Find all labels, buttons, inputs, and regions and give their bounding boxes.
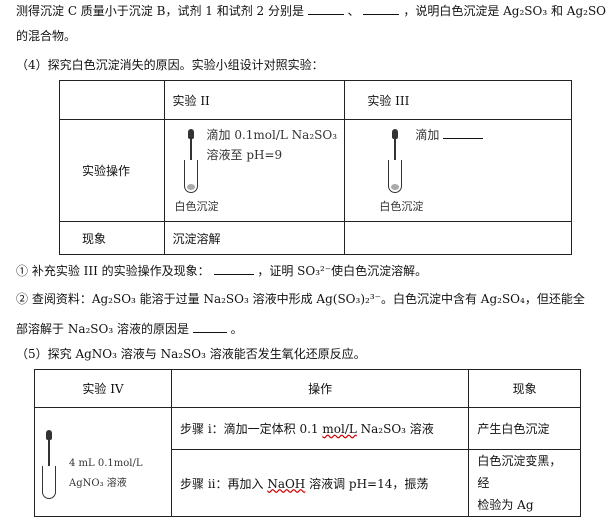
q5-step2-prefix: 步骤 ii：再加入 bbox=[180, 476, 268, 491]
tube-label-line2: AgNO₃ 溶液 bbox=[69, 478, 127, 489]
answer-blank[interactable] bbox=[213, 262, 254, 275]
dropper-icon bbox=[46, 430, 52, 440]
q5-header-phen: 现象 bbox=[468, 369, 581, 408]
q4-header-exp3: 实验 III bbox=[344, 80, 572, 120]
q4-label-phenomenon: 现象 bbox=[59, 221, 165, 255]
q4-table: 实验 II 实验 III 实验操作 滴加 0.1mol/L Na₂SO₃ 溶液至… bbox=[59, 80, 572, 255]
q4-item2-line1: ② 查阅资料：Ag₂SO₃ 能溶于过量 Na₂SO₃ 溶液中形成 Ag(SO₃)… bbox=[16, 292, 585, 306]
q4-item1: ① 补充实验 III 的实验操作及现象： ，证明 SO₃²⁻使白色沉淀溶解。 bbox=[16, 262, 598, 279]
dropper-stem bbox=[189, 138, 192, 164]
q5-step1-prefix: 步骤 i：滴加一定体积 0.1 bbox=[180, 422, 323, 436]
q4-item1-text-b: ，证明 SO₃²⁻使白色沉淀溶解。 bbox=[257, 264, 428, 278]
q5-header-exp: 实验 IV bbox=[34, 369, 172, 408]
dropper-stem bbox=[394, 138, 397, 164]
answer-blank[interactable] bbox=[363, 2, 400, 15]
answer-blank[interactable] bbox=[443, 126, 484, 139]
q5-step2: 步骤 ii：再加入 NaOH 溶液调 pH=14，振荡 bbox=[170, 449, 470, 517]
q5-step1: 步骤 i：滴加一定体积 0.1 mol/L Na₂SO₃ 溶液 bbox=[170, 407, 470, 450]
exp3-text: 滴加 bbox=[415, 128, 440, 142]
precipitate-icon bbox=[391, 184, 400, 190]
dropper-icon bbox=[392, 129, 399, 139]
answer-blank[interactable] bbox=[307, 2, 344, 15]
test-tube-icon bbox=[42, 466, 56, 499]
intro-text-a: 测得沉淀 C 质量小于沉淀 B，试剂 1 和试剂 2 分别是 bbox=[16, 4, 304, 18]
q4-exp2-cell: 滴加 0.1mol/L Na₂SO₃ 溶液至 pH=9 白色沉淀 bbox=[163, 119, 346, 222]
q5-table: 实验 IV 操作 现象 4 mL 0.1mol/L AgNO₃ 溶液 步骤 i：… bbox=[34, 369, 581, 517]
q4-header-empty bbox=[59, 80, 165, 120]
exp3-caption: 白色沉淀 bbox=[379, 200, 424, 213]
q5-step1-phen: 产生白色沉淀 bbox=[468, 407, 581, 450]
q4-item1-text-a: ① 补充实验 III 的实验操作及现象： bbox=[16, 264, 210, 278]
precipitate-icon bbox=[186, 184, 195, 190]
dropper-stem bbox=[48, 439, 50, 469]
q4-exp3-phenomenon[interactable] bbox=[344, 221, 572, 255]
q4-title: （4）探究白色沉淀消失的原因。实验小组设计对照实验： bbox=[16, 58, 324, 72]
intro-text-b: ，说明白色沉淀是 Ag₂SO₃ 和 Ag₂SO₄ bbox=[403, 4, 606, 18]
q4-header-exp2: 实验 II bbox=[163, 80, 346, 120]
q4-item2-text-a: 部溶解于 Na₂SO₃ 溶液的原因是 bbox=[16, 322, 189, 336]
q5-step1-suffix: Na₂SO₃ 溶液 bbox=[356, 422, 434, 436]
separator: 、 bbox=[347, 4, 360, 18]
tube-label-line1: 4 mL 0.1mol/L bbox=[69, 458, 143, 469]
q5-title: （5）探究 AgNO₃ 溶液与 Na₂SO₃ 溶液能否发生氧化还原反应。 bbox=[16, 347, 366, 361]
dropper-icon bbox=[187, 129, 194, 139]
q5-step2-phen: 白色沉淀变黑，经 检验为 Ag bbox=[468, 449, 581, 517]
intro-line-2: 的混合物。 bbox=[16, 29, 77, 43]
answer-blank[interactable] bbox=[192, 320, 227, 333]
intro-line-1: 测得沉淀 C 质量小于沉淀 B，试剂 1 和试剂 2 分别是 、 ，说明白色沉淀… bbox=[16, 2, 606, 19]
q5-exp4-cell: 4 mL 0.1mol/L AgNO₃ 溶液 bbox=[34, 407, 172, 517]
q4-item2-line2: 部溶解于 Na₂SO₃ 溶液的原因是 。 bbox=[16, 320, 598, 337]
exp2-text-line2: 溶液至 pH=9 bbox=[206, 148, 283, 162]
q4-exp3-cell: 滴加 白色沉淀 bbox=[344, 119, 572, 222]
q5-step2-phen-line1: 白色沉淀变黑，经 bbox=[477, 454, 562, 490]
q5-step1-unit: mol/L bbox=[322, 422, 357, 436]
q4-exp2-phenomenon: 沉淀溶解 bbox=[163, 221, 346, 255]
q5-step2-phen-line2: 检验为 Ag bbox=[477, 498, 534, 512]
q5-step2-suffix: 溶液调 pH=14，振荡 bbox=[305, 476, 429, 491]
q4-label-operation: 实验操作 bbox=[59, 119, 165, 222]
exp2-text-line1: 滴加 0.1mol/L Na₂SO₃ bbox=[206, 128, 338, 142]
exp2-caption: 白色沉淀 bbox=[174, 200, 219, 213]
q4-item2-text-b: 。 bbox=[230, 322, 243, 336]
q5-header-op: 操作 bbox=[170, 369, 470, 408]
q5-step2-naoh: NaOH bbox=[267, 476, 306, 491]
